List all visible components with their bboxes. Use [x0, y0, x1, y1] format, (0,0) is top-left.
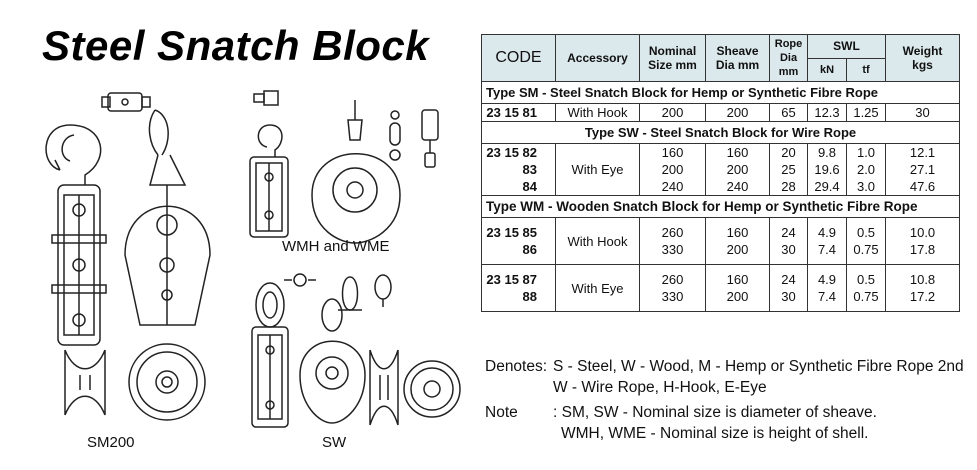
- header-swl: SWL: [806, 34, 887, 59]
- code-cell: 23 15 81: [481, 103, 556, 122]
- denotes-line: Denotes: S - Steel, W - Wood, M - Hemp o…: [485, 356, 965, 398]
- accessory-cell: With Hook: [555, 217, 640, 265]
- note-key: Note: [485, 404, 518, 421]
- accessory-cell: With Eye: [555, 143, 640, 196]
- group-title-sm: Type SM - Steel Snatch Block for Hemp or…: [480, 81, 961, 104]
- header-subrow: kN tf: [482, 57, 960, 82]
- nominal-cell: 200: [639, 103, 706, 122]
- header-code: CODE: [481, 34, 556, 82]
- note-text: : SM, SW - Nominal size is diameter of s…: [553, 402, 965, 444]
- denotes-key: Denotes:: [485, 358, 548, 375]
- kn-cell: 12.3: [807, 103, 847, 122]
- sm200-label: SM200: [87, 434, 135, 451]
- header-swl-tf: tf: [845, 57, 887, 82]
- weight-cell: 30: [885, 103, 961, 122]
- page-title: Steel Snatch Block: [42, 22, 430, 69]
- rope-cell: 65: [769, 103, 808, 122]
- tf-cell: 1.25: [845, 103, 887, 122]
- note-text-1: : SM, SW - Nominal size is diameter of s…: [553, 404, 877, 421]
- accessory-cell: With Eye: [555, 264, 640, 312]
- wmh-wme-drawing: [249, 90, 439, 244]
- header-swl-kn: kN: [807, 57, 847, 82]
- group-title-sw: Type SW - Steel Snatch Block for Wire Ro…: [480, 121, 961, 144]
- header-accessory: Accessory: [555, 34, 640, 82]
- denotes-text: S - Steel, W - Wood, M - Hemp or Synthet…: [553, 358, 964, 396]
- table-row: 23 15 81 With Hook 200 200 65 12.3 1.25 …: [481, 103, 961, 122]
- accessory-cell: With Hook: [555, 103, 640, 122]
- sw-drawing: [251, 273, 461, 428]
- sheave-cell: 200: [705, 103, 770, 122]
- sw-label: SW: [322, 434, 347, 451]
- sm200-drawing: [45, 92, 211, 421]
- group-title-wm: Type WM - Wooden Snatch Block for Hemp o…: [480, 195, 961, 218]
- note-line: Note : SM, SW - Nominal size is diameter…: [485, 402, 965, 444]
- notes: Denotes: S - Steel, W - Wood, M - Hemp o…: [485, 356, 965, 444]
- code-cell: 23 15 82 83 84: [481, 143, 556, 196]
- note-text-2: WMH, WME - Nominal size is height of she…: [561, 425, 869, 442]
- wmh-wme-label: WMH and WME: [282, 238, 390, 255]
